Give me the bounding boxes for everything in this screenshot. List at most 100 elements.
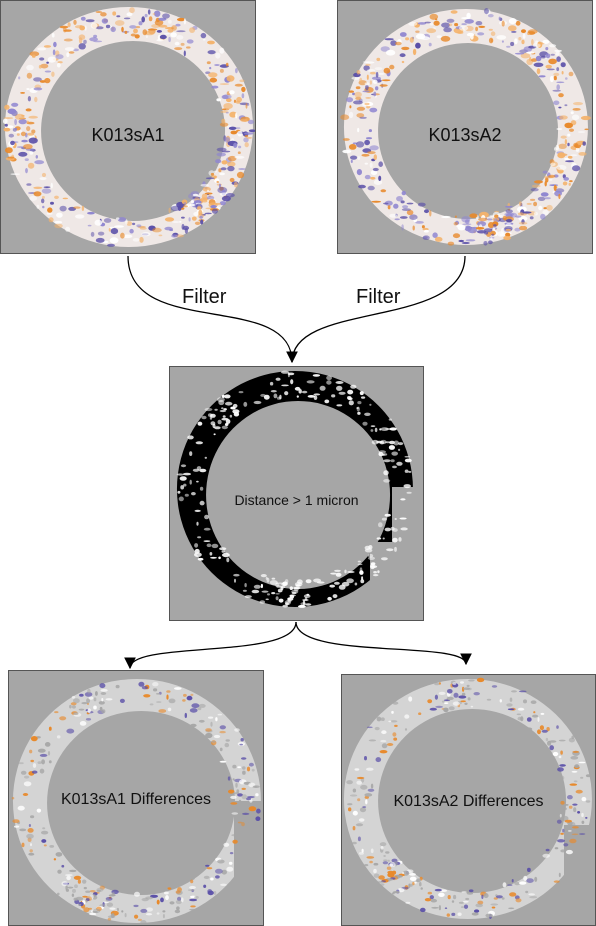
texture-speck <box>452 233 461 239</box>
texture-speck <box>577 811 581 814</box>
texture-speck <box>508 25 517 32</box>
texture-speck <box>563 177 569 181</box>
texture-speck <box>240 118 248 122</box>
texture-speck <box>399 53 406 58</box>
texture-speck <box>216 147 227 152</box>
texture-speck <box>372 167 379 172</box>
texture-speck <box>110 228 119 235</box>
texture-speck <box>72 888 76 893</box>
texture-speck <box>225 111 229 114</box>
texture-speck <box>510 212 518 218</box>
texture-speck <box>138 681 145 687</box>
texture-speck <box>348 90 354 93</box>
texture-speck <box>508 18 517 25</box>
texture-speck <box>368 545 373 550</box>
texture-speck <box>563 843 569 847</box>
texture-speck <box>207 40 215 45</box>
texture-speck <box>369 403 372 406</box>
texture-speck <box>545 64 552 69</box>
texture-speck <box>514 882 521 886</box>
texture-speck <box>558 143 567 149</box>
texture-speck <box>408 696 413 702</box>
texture-speck <box>567 795 573 800</box>
texture-speck <box>398 442 404 446</box>
texture-speck <box>459 25 469 31</box>
texture-speck <box>473 692 480 696</box>
texture-speck <box>287 372 290 378</box>
texture-speck <box>378 875 385 880</box>
texture-speck <box>26 64 34 71</box>
texture-speck <box>509 697 513 702</box>
texture-speck <box>506 45 511 48</box>
texture-speck <box>383 202 389 205</box>
texture-speck <box>133 904 139 908</box>
texture-speck <box>211 208 218 214</box>
texture-speck <box>399 216 408 219</box>
texture-speck <box>44 70 52 73</box>
texture-speck <box>408 883 411 889</box>
texture-speck <box>572 803 578 806</box>
texture-speck <box>228 789 235 794</box>
texture-speck <box>120 232 125 239</box>
texture-speck <box>260 574 267 578</box>
texture-speck <box>237 151 241 154</box>
texture-speck <box>354 91 362 98</box>
texture-speck <box>553 75 557 81</box>
texture-speck <box>233 181 238 188</box>
texture-speck <box>515 20 521 26</box>
texture-speck <box>529 896 538 899</box>
texture-speck <box>75 214 85 219</box>
texture-speck <box>349 111 354 119</box>
texture-speck <box>386 866 392 870</box>
texture-speck <box>454 215 457 218</box>
texture-speck <box>417 22 427 25</box>
texture-speck <box>306 380 315 384</box>
texture-speck <box>383 67 391 74</box>
texture-speck <box>219 760 227 763</box>
texture-speck <box>534 180 543 184</box>
texture-speck <box>214 64 220 66</box>
texture-speck <box>429 210 432 217</box>
texture-speck <box>384 38 394 41</box>
texture-speck <box>366 74 369 81</box>
texture-speck <box>527 29 538 34</box>
texture-speck <box>361 153 370 157</box>
texture-speck <box>366 767 374 771</box>
texture-speck <box>428 42 432 47</box>
texture-speck <box>535 55 542 62</box>
texture-speck <box>29 151 34 155</box>
texture-speck <box>386 548 394 552</box>
texture-speck <box>493 897 498 900</box>
texture-speck <box>115 684 120 689</box>
texture-speck <box>62 197 68 200</box>
texture-speck <box>56 62 61 68</box>
texture-speck <box>191 492 196 496</box>
texture-speck <box>381 79 391 82</box>
texture-speck <box>163 33 170 35</box>
texture-speck <box>376 716 382 722</box>
texture-speck <box>572 165 581 172</box>
texture-speck <box>542 853 550 858</box>
texture-speck <box>78 708 85 711</box>
texture-speck <box>240 858 243 862</box>
texture-speck <box>331 394 336 398</box>
texture-speck <box>54 223 63 229</box>
texture-speck <box>393 440 399 446</box>
texture-speck <box>474 909 480 913</box>
texture-speck <box>242 812 250 815</box>
texture-speck <box>434 694 438 700</box>
texture-speck <box>33 87 43 91</box>
texture-speck <box>538 205 543 211</box>
texture-speck <box>434 682 440 686</box>
texture-speck <box>201 415 207 420</box>
texture-speck <box>501 897 505 900</box>
texture-speck <box>509 892 517 897</box>
texture-speck <box>416 880 419 882</box>
texture-speck <box>446 18 455 23</box>
texture-speck <box>263 394 270 400</box>
texture-speck <box>219 83 230 85</box>
texture-speck <box>409 876 417 881</box>
texture-speck <box>189 908 197 911</box>
texture-speck <box>79 25 85 31</box>
texture-speck <box>101 709 106 714</box>
